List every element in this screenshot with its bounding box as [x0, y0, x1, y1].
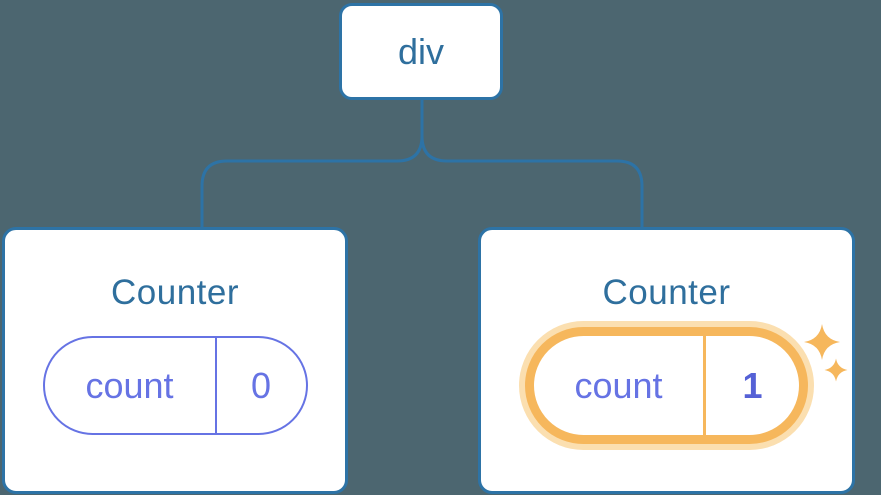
sparkle-large [804, 324, 840, 360]
component-title: Counter [110, 273, 240, 312]
root-node-label: div [397, 30, 445, 72]
connector-branch-left [200, 100, 424, 228]
sparkles-icon [804, 324, 848, 382]
component-title: Counter [602, 273, 731, 312]
counter-card-left: Counter count 0 [2, 227, 348, 494]
state-key: count [534, 336, 706, 435]
connector-branch-right [420, 100, 644, 228]
sparkle-small [824, 358, 848, 382]
state-value: 0 [250, 364, 272, 406]
state-value: 1 [742, 364, 763, 406]
root-node: div [339, 3, 503, 100]
state-pill-highlighted: count 1 [525, 327, 808, 444]
state-key: count [45, 338, 217, 433]
counter-card-right: Counter count 1 [478, 227, 855, 494]
state-pill: count 0 [42, 336, 308, 435]
